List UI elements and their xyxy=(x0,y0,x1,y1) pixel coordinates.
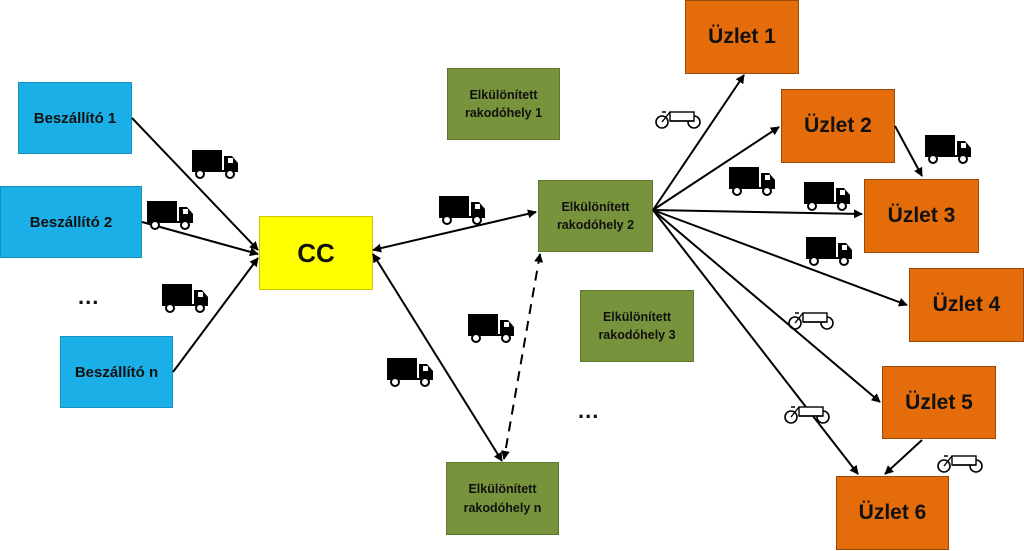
supplier-1-box: Beszállító 1 xyxy=(18,82,132,154)
truck-icon xyxy=(924,134,972,164)
dock-3-box: Elkülönített rakodóhely 3 xyxy=(580,290,694,362)
cargo-bike-icon xyxy=(937,455,983,473)
dock-2-line1: Elkülönített xyxy=(561,199,630,214)
arrow-cc-dock2 xyxy=(372,209,537,253)
supplier-2-box: Beszállító 2 xyxy=(0,186,142,258)
truck-icon xyxy=(728,166,776,196)
dock-1-box: Elkülönített rakodóhely 1 xyxy=(447,68,560,140)
cc-hub-label: CC xyxy=(297,237,335,268)
arrow-suppliern-to-cc xyxy=(172,257,259,373)
supplier-1-label: Beszállító 1 xyxy=(33,109,117,127)
arrow-dock2-to-store3 xyxy=(652,209,863,219)
dock-n-line2: rakodóhely n xyxy=(463,500,542,515)
cargo-bike-icon xyxy=(788,312,834,330)
dock-3-line2: rakodóhely 3 xyxy=(598,328,676,342)
truck-icon xyxy=(438,195,486,225)
store-1-box: Üzlet 1 xyxy=(685,0,799,74)
truck-icon xyxy=(161,283,209,313)
arrow-store5-to-store6 xyxy=(884,439,923,475)
arrow-dock2-dockn-dashed xyxy=(500,253,544,460)
cc-hub-box: CC xyxy=(259,216,373,290)
arrow-store2-to-store3 xyxy=(894,125,923,177)
truck-icon xyxy=(805,236,853,266)
arrow-dock2-to-store1 xyxy=(652,74,745,211)
dock-2-line2: rakodóhely 2 xyxy=(556,218,635,232)
cargo-bike-icon xyxy=(655,111,701,129)
arrow-supplier2-to-cc xyxy=(141,221,259,257)
store-6-label: Üzlet 6 xyxy=(858,501,927,524)
dock-ellipsis: ... xyxy=(578,398,600,423)
store-2-box: Üzlet 2 xyxy=(781,89,895,163)
truck-icon xyxy=(467,313,515,343)
dock-3-line1: Elkülönített xyxy=(602,309,672,324)
store-4-label: Üzlet 4 xyxy=(932,293,1001,316)
dock-n-line1: Elkülönített xyxy=(468,482,537,497)
supplier-n-label: Beszállító n xyxy=(74,363,159,381)
store-5-box: Üzlet 5 xyxy=(882,366,996,439)
store-6-box: Üzlet 6 xyxy=(836,476,949,550)
store-3-box: Üzlet 3 xyxy=(864,179,979,253)
truck-icon xyxy=(803,181,851,211)
supplier-ellipsis: ... xyxy=(78,284,100,309)
store-5-label: Üzlet 5 xyxy=(905,390,973,414)
supplier-2-label: Beszállító 2 xyxy=(29,213,113,231)
dock-1-line2: rakodóhely 1 xyxy=(464,106,543,120)
truck-icon xyxy=(386,357,434,387)
supplier-n-box: Beszállító n xyxy=(60,336,173,408)
arrow-dock2-to-store2 xyxy=(652,126,780,211)
dock-2-box: Elkülönített rakodóhely 2 xyxy=(538,180,653,252)
store-1-label: Üzlet 1 xyxy=(708,25,776,48)
arrow-supplier1-to-cc xyxy=(131,117,259,251)
cargo-bike-icon xyxy=(784,406,830,424)
store-4-box: Üzlet 4 xyxy=(909,268,1024,342)
arrow-cc-dockn xyxy=(372,253,503,462)
dock-n-box: Elkülönített rakodóhely n xyxy=(446,462,559,535)
store-3-label: Üzlet 3 xyxy=(887,204,956,227)
dock-1-line1: Elkülönített xyxy=(469,87,538,102)
store-2-label: Üzlet 2 xyxy=(804,114,872,137)
truck-icon xyxy=(146,200,194,230)
truck-icon xyxy=(191,149,239,179)
